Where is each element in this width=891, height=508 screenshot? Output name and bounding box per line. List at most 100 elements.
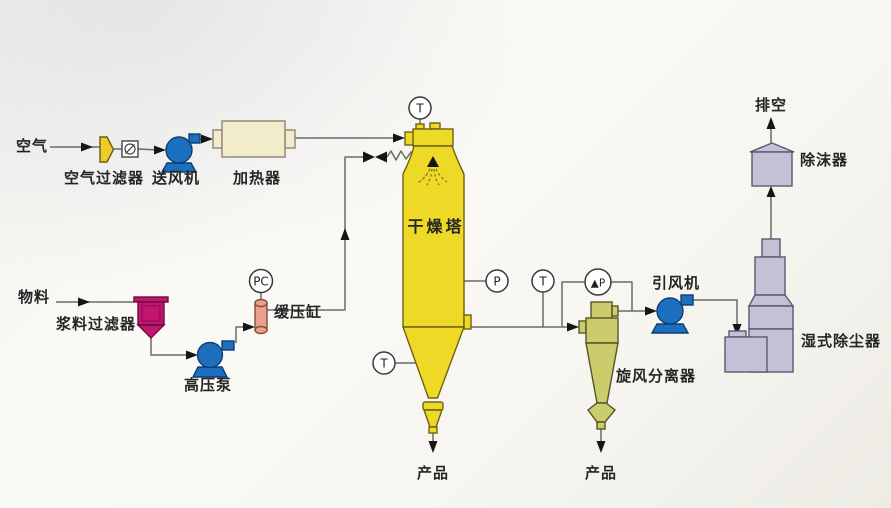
damper-circle-icon [124, 143, 136, 155]
pressure-controller [248, 268, 274, 294]
label-blower-fan: 送风机 [151, 169, 200, 187]
label-buffer-cylinder: 缓压缸 [274, 303, 322, 321]
pressure-indicator-tower [485, 269, 509, 293]
demister [749, 142, 795, 187]
lead-dp-right [610, 281, 633, 311]
label-slurry-filter: 浆料过滤器 [56, 315, 136, 333]
label-air: 空气 [16, 137, 48, 155]
demister-roof [749, 142, 795, 153]
label-vent: 排空 [755, 96, 787, 114]
tower-top-nub2 [429, 122, 441, 130]
buffer-cylinder [254, 298, 268, 335]
heater [212, 120, 296, 158]
temp-indicator-tower-cone-label: T [379, 357, 388, 371]
damper-slash-icon [125, 144, 135, 154]
demister-body [751, 151, 793, 187]
buffer-cylinder-bottom [254, 325, 268, 335]
blower-outlet [188, 133, 201, 144]
slurry-filter-element [141, 305, 161, 322]
collector-top-stub [761, 238, 781, 258]
label-demister: 除沫器 [800, 151, 848, 169]
arrow-material [78, 297, 90, 307]
cyclone-cone [585, 342, 619, 404]
label-product-tower: 产品 [417, 464, 449, 482]
label-cyclone-separator: 旋风分离器 [615, 367, 696, 385]
arrow-product-cyclone [596, 441, 606, 453]
tower-body [402, 145, 465, 328]
pressure-indicator-tower-label: P [493, 275, 500, 289]
slurry-filter-hopper [136, 324, 166, 339]
spray-arc2 [426, 168, 433, 186]
spray-arc3 [435, 168, 448, 183]
flow-arrows [78, 117, 776, 453]
pipe-filter-pump [150, 338, 190, 356]
buffer-cylinder-top [254, 298, 268, 308]
arrow-to-cyclone [567, 322, 579, 332]
tower-cone [402, 326, 466, 399]
cyclone-body [585, 317, 619, 344]
equipment-labels: 空气 空气过滤器 送风机 加热器 干燥塔 物料 浆料过滤器 高压泵 缓压缸 产品… [16, 96, 880, 482]
wet-dust-collector [724, 238, 795, 373]
blower-casing [165, 136, 193, 164]
temp-indicator-tower-top [408, 96, 432, 120]
tower-lid [412, 128, 454, 147]
arrow-to-demister [766, 186, 776, 197]
collector-tank [724, 336, 768, 373]
pipe-fan-collector [693, 299, 738, 327]
hp-pump-outlet [221, 340, 235, 351]
tower-outlet-nozzle [463, 314, 472, 330]
tower-discharge-cone [423, 409, 443, 428]
instruments: T PC T P T ▲P [248, 96, 612, 375]
lead-dp-left [561, 281, 586, 327]
arrow-to-fan [645, 306, 657, 316]
diff-pressure-indicator-label: ▲P [591, 278, 605, 290]
slurry-filter [133, 296, 169, 339]
temp-indicator-outlet-label: T [538, 275, 547, 289]
label-drying-tower: 干燥塔 [407, 217, 464, 236]
collector-upper-column [754, 256, 786, 296]
air-filter [99, 136, 115, 163]
spray-arc4 [433, 168, 440, 186]
temp-indicator-tower-cone [372, 351, 396, 375]
pipe-cylinder-tower [267, 156, 363, 311]
label-product-cyclone: 产品 [585, 464, 617, 482]
cyclone-separator [578, 301, 619, 430]
heater-body [221, 120, 286, 158]
induced-draft-fan [650, 294, 694, 334]
hp-pump-casing [196, 341, 224, 369]
drying-tower [402, 122, 472, 434]
spray-arc1 [418, 168, 431, 183]
label-induced-draft-fan: 引风机 [652, 274, 700, 292]
heater-nozzle-left [212, 129, 223, 149]
pressure-controller-label: PC [253, 275, 269, 289]
tower-discharge-flange [422, 401, 444, 411]
collector-tank-lid [728, 330, 747, 338]
label-air-filter: 空气过滤器 [64, 169, 144, 187]
tower-discharge-nub [428, 426, 438, 434]
id-fan-casing [656, 297, 684, 325]
arrow-to-heater [201, 134, 213, 144]
arrow-product-tower [428, 441, 438, 453]
temp-indicator-tower-top-label: T [415, 102, 424, 116]
id-fan-base [650, 323, 690, 334]
tower-top-nub1 [415, 123, 425, 130]
arrow-to-cylinder [243, 322, 255, 332]
diff-pressure-indicator [584, 268, 612, 296]
cyclone-inlet-nub [578, 320, 587, 334]
arrow-to-blower [154, 145, 166, 155]
label-material: 物料 [18, 288, 50, 306]
collector-mid-section [748, 305, 794, 330]
arrow-to-collector [732, 324, 742, 336]
flex-hose [386, 150, 419, 161]
arrow-vent [766, 117, 776, 129]
label-high-pressure-pump: 高压泵 [184, 376, 232, 394]
feed-valve-icon-right [375, 151, 387, 163]
spray-nozzle-icon [427, 156, 439, 167]
damper-symbol [121, 140, 139, 158]
cyclone-discharge [587, 402, 617, 423]
cyclone-outlet-nub [611, 305, 619, 317]
arrow-to-tower [393, 133, 405, 143]
heater-nozzle-right [284, 129, 296, 149]
